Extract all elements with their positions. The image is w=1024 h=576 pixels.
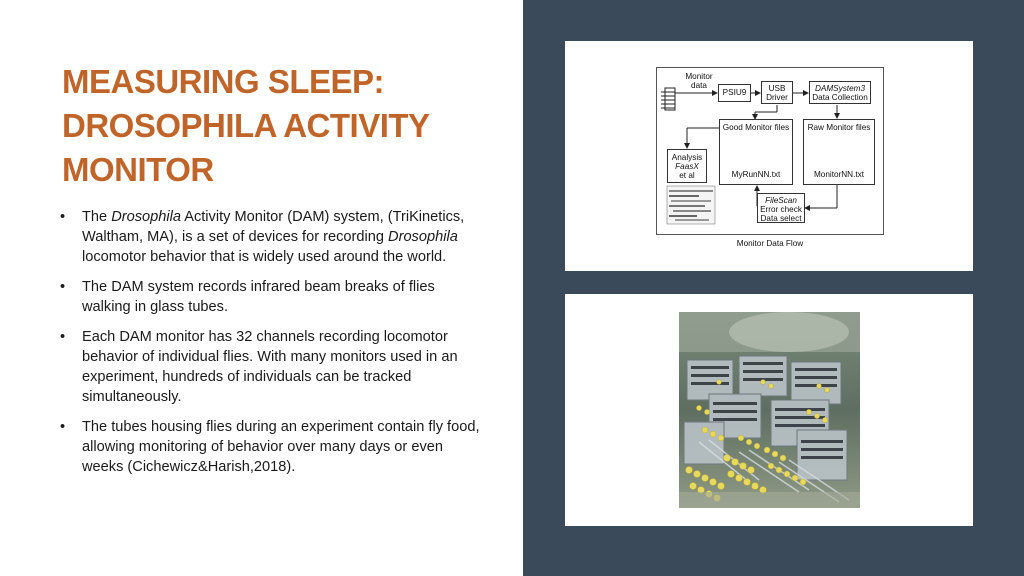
bullet-1-seg2: Activity Monitor (DAM) system, (TriKinet… — [82, 209, 465, 245]
diagram-caption: Monitor Data Flow — [736, 239, 804, 248]
dam-monitors-illustration — [679, 312, 860, 508]
bullet-1-em2: Drosophila — [388, 229, 458, 245]
bullet-glyph: • — [60, 279, 66, 295]
bullet-item-1: • The Drosophila Activity Monitor (DAM) … — [58, 207, 483, 267]
title-line-1: MEASURING SLEEP: — [62, 63, 385, 100]
raw-monitor-files-box: Raw Monitor files MonitorNN.txt — [803, 119, 875, 185]
bullet-item-3: • Each DAM monitor has 32 channels recor… — [58, 327, 483, 407]
actogram-thumbnail-icon — [666, 185, 716, 225]
analysis-box: Analysis FaasX et al — [667, 149, 707, 183]
bullet-1-seg1: The — [82, 209, 112, 225]
title-line-3: MONITOR — [62, 151, 214, 188]
bullet-list: • The Drosophila Activity Monitor (DAM) … — [58, 207, 483, 487]
damsystem-box: DAMSystem3 Data Collection — [809, 81, 871, 104]
bullet-1-em1: Drosophila — [111, 209, 181, 225]
title-line-2: DROSOPHILA ACTIVITY — [62, 107, 430, 144]
dam-monitors-photo — [679, 312, 860, 508]
usb-driver-box: USB Driver — [761, 81, 793, 104]
monitor-data-flow-diagram: Monitor data PSIU9 USB Driver DAMSystem3… — [656, 67, 884, 235]
monitor-nn-file-label: MonitorNN.txt — [813, 170, 865, 179]
bullet-2-text: The DAM system records infrared beam bre… — [82, 279, 435, 315]
bullet-glyph: • — [60, 329, 66, 345]
bullet-1-seg3: locomotor behavior that is widely used a… — [82, 249, 447, 265]
monitor-data-label: Monitor data — [685, 72, 713, 90]
bullet-glyph: • — [60, 209, 66, 225]
bullet-item-4: • The tubes housing flies during an expe… — [58, 417, 483, 477]
psiu9-box: PSIU9 — [718, 84, 751, 102]
slide-title: MEASURING SLEEP: DROSOPHILA ACTIVITY MON… — [62, 60, 482, 192]
bullet-item-2: • The DAM system records infrared beam b… — [58, 277, 483, 317]
good-monitor-files-box: Good Monitor files MyRunNN.txt — [719, 119, 793, 185]
bullet-glyph: • — [60, 419, 66, 435]
filescan-box: FileScan Error check Data select — [757, 193, 805, 223]
bullet-4-text: The tubes housing flies during an experi… — [82, 419, 480, 475]
monitor-device-icon — [661, 87, 676, 111]
myrun-file-label: MyRunNN.txt — [731, 170, 781, 179]
bullet-3-text: Each DAM monitor has 32 channels recordi… — [82, 329, 458, 405]
